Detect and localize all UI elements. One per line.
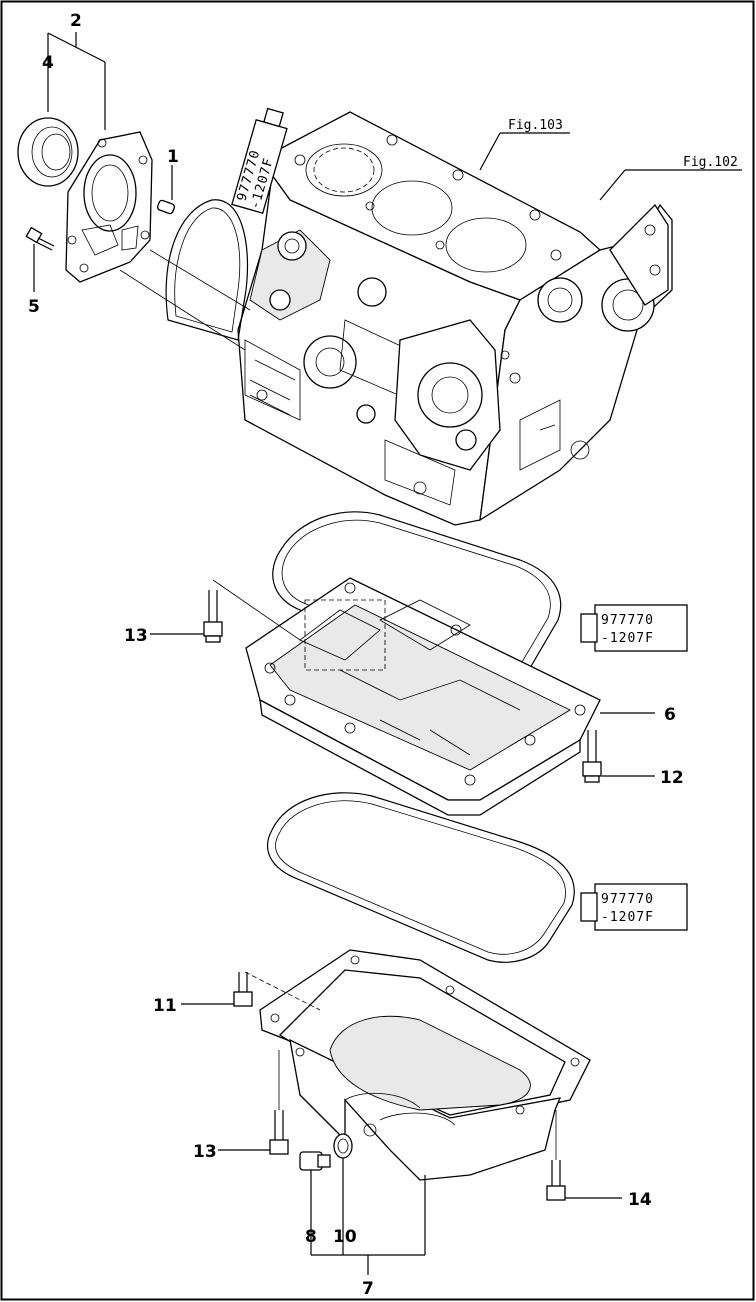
callout-11: 11 — [153, 996, 177, 1016]
bolt-12 — [582, 730, 602, 783]
lower-oil-pan — [244, 949, 591, 1181]
bolt-13-lower — [269, 1050, 289, 1155]
lower-pan-gasket — [267, 792, 575, 963]
bolt-13-upper — [203, 579, 301, 643]
callout-10: 10 — [333, 1227, 357, 1247]
leader-lines — [33, 32, 742, 1275]
rear-gasket — [165, 199, 249, 341]
bolt-11 — [233, 972, 253, 1007]
callout-4: 4 — [42, 53, 54, 73]
fig-103-ref: Fig.103 — [508, 118, 563, 133]
drain-plug-8 — [299, 1151, 331, 1171]
callout-8: 8 — [305, 1227, 317, 1247]
rear-plate-assembly — [17, 117, 176, 283]
callout-13-lower: 13 — [193, 1142, 217, 1162]
callout-13-upper: 13 — [124, 626, 148, 646]
fig-102-ref: Fig.102 — [683, 155, 738, 170]
bolt-14 — [546, 1110, 566, 1201]
callout-1: 1 — [167, 147, 179, 167]
sealant-tube-3: 977770 -1207F — [580, 883, 688, 931]
bolt-5 — [25, 226, 55, 251]
callout-14: 14 — [628, 1190, 652, 1210]
callout-6: 6 — [664, 705, 676, 725]
cylinder-block — [237, 111, 673, 526]
tube-3-line2: -1207F — [601, 910, 654, 925]
washer-10 — [333, 1133, 353, 1159]
sealant-tube-2: 977770 -1207F — [580, 604, 688, 652]
callout-12: 12 — [660, 768, 684, 788]
tube-3-line1: 977770 — [601, 892, 654, 907]
upper-oil-pan — [245, 577, 601, 816]
callout-7: 7 — [362, 1279, 374, 1299]
callout-2: 2 — [70, 11, 82, 31]
upper-pan-gasket — [272, 511, 562, 690]
callout-5: 5 — [28, 297, 40, 317]
tube-2-line2: -1207F — [601, 631, 654, 646]
tube-2-line1: 977770 — [601, 613, 654, 628]
